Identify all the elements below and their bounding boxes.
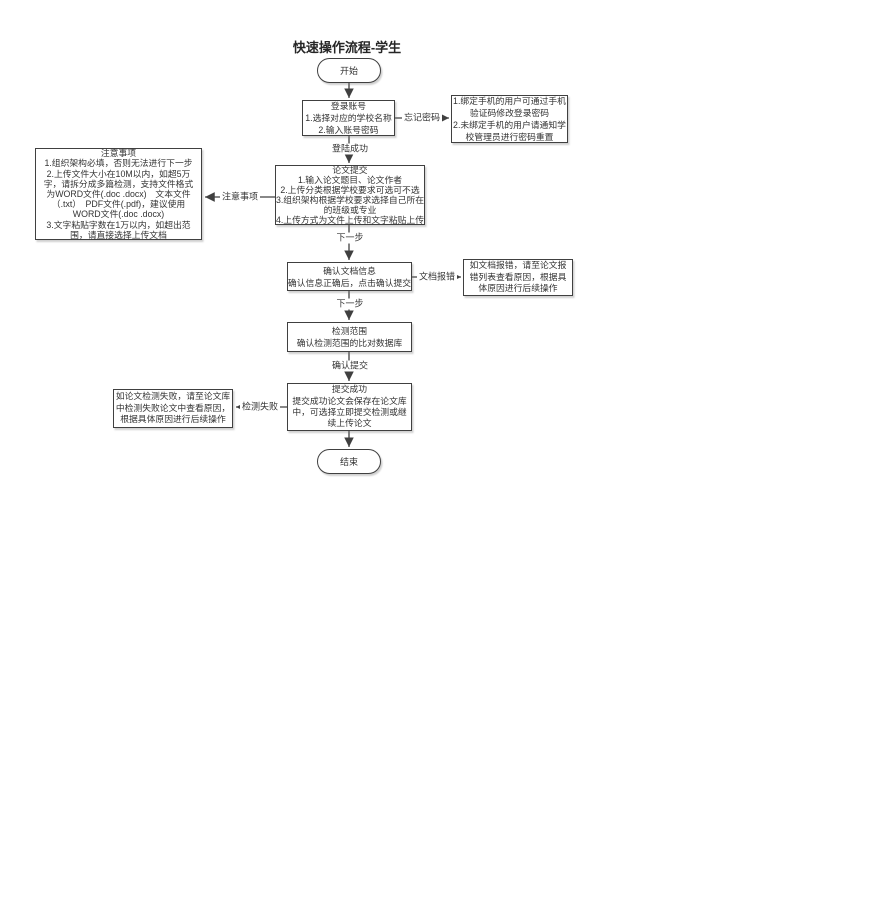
- page-title: 快速操作流程-学生: [292, 40, 402, 55]
- notes-node: 注意事项 1.组织架构必填，否则无法进行下一步 2.上传文件大小在10M以内，如…: [35, 148, 202, 240]
- forgot-password-info-node: 1.绑定手机的用户可通过手机 验证码修改登录密码 2.未绑定手机的用户请通知学 …: [451, 95, 568, 143]
- edge-label-forgot-password: 忘记密码: [401, 112, 443, 124]
- login-account-node: 登录账号 1.选择对应的学校名称 2.输入账号密码: [302, 100, 395, 136]
- paper-submit-text: 论文提交 1.输入论文题目、论文作者 2.上传分类根据学校要求可选可不选 3.组…: [275, 165, 425, 225]
- detection-scope-node: 检测范围 确认检测范围的比对数据库: [287, 322, 412, 352]
- forgot-password-info-text: 1.绑定手机的用户可通过手机 验证码修改登录密码 2.未绑定手机的用户请通知学 …: [453, 96, 566, 142]
- confirm-doc-info-text: 确认文档信息 确认信息正确后，点击确认提交: [287, 265, 412, 288]
- submit-success-text: 提交成功 提交成功论文会保存在论文库 中，可选择立即提交检测或继 续上传论文: [292, 384, 407, 429]
- edge-label-next-step-2: 下一步: [334, 298, 366, 310]
- notes-text: 注意事项 1.组织架构必填，否则无法进行下一步 2.上传文件大小在10M以内，如…: [43, 148, 194, 240]
- detection-fail-info-node: 如论文检测失败，请至论文库 中检测失败论文中查看原因， 根据具体原因进行后续操作: [113, 389, 233, 428]
- doc-error-info-text: 如文档报错，请至论文报 错列表查看原因，根据具 体原因进行后续操作: [469, 259, 567, 294]
- end-node: 结束: [317, 449, 381, 474]
- paper-submit-node: 论文提交 1.输入论文题目、论文作者 2.上传分类根据学校要求可选可不选 3.组…: [275, 165, 425, 225]
- end-node-label: 结束: [339, 457, 358, 467]
- detection-scope-text: 检测范围 确认检测范围的比对数据库: [296, 326, 403, 348]
- edge-label-confirm-submit: 确认提交: [329, 360, 371, 372]
- edge-label-login-success: 登陆成功: [329, 143, 371, 155]
- submit-success-node: 提交成功 提交成功论文会保存在论文库 中，可选择立即提交检测或继 续上传论文: [287, 383, 412, 431]
- edge-label-detect-fail: 检测失败: [239, 401, 281, 413]
- edge-label-notes: 注意事项: [219, 191, 261, 203]
- doc-error-info-node: 如文档报错，请至论文报 错列表查看原因，根据具 体原因进行后续操作: [463, 259, 573, 296]
- detection-fail-info-text: 如论文检测失败，请至论文库 中检测失败论文中查看原因， 根据具体原因进行后续操作: [115, 390, 231, 425]
- start-node: 开始: [317, 58, 381, 83]
- edge-label-next-step-1: 下一步: [334, 232, 366, 244]
- login-account-text: 登录账号 1.选择对应的学校名称 2.输入账号密码: [305, 101, 392, 135]
- confirm-doc-info-node: 确认文档信息 确认信息正确后，点击确认提交: [287, 262, 412, 291]
- start-node-label: 开始: [339, 66, 358, 76]
- edge-label-doc-error: 文档报错: [416, 271, 458, 283]
